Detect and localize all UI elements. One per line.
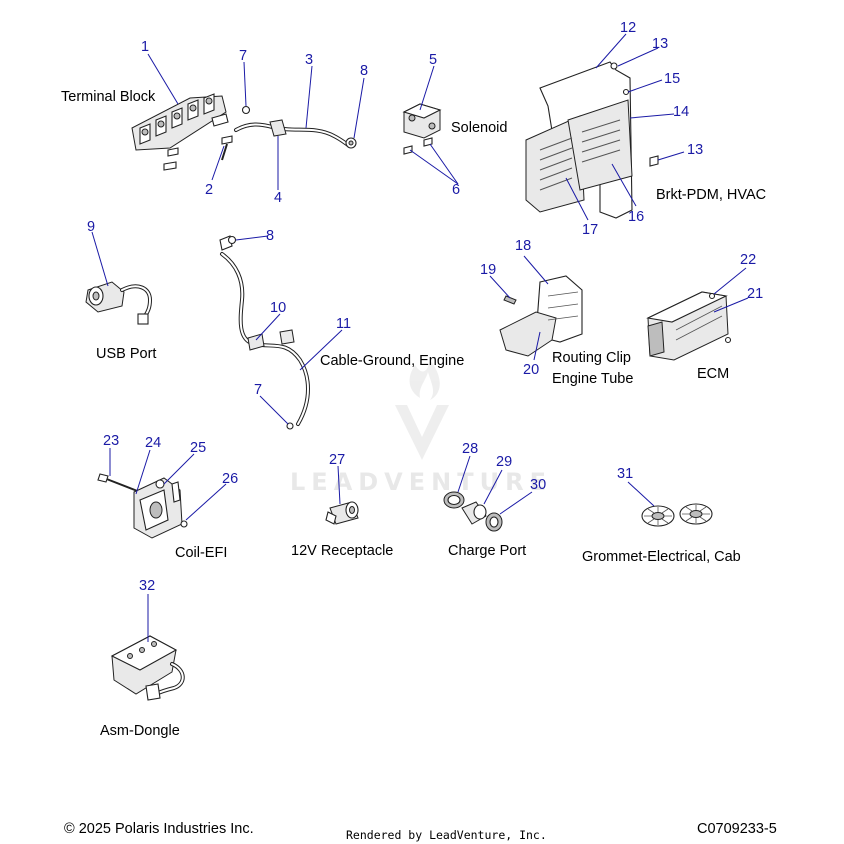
callout-9: 9 (87, 219, 95, 235)
callout-18: 18 (515, 238, 531, 254)
callout-28: 28 (462, 441, 478, 457)
callout-23: 23 (103, 433, 119, 449)
terminal-block-part (131, 93, 227, 171)
callout-7-top: 7 (239, 48, 247, 64)
callout-29: 29 (496, 454, 512, 470)
dongle-part (110, 635, 185, 701)
label-usb-port: USB Port (96, 346, 156, 362)
callout-10: 10 (270, 300, 286, 316)
callout-7-bottom: 7 (254, 382, 262, 398)
callout-17: 17 (582, 222, 598, 238)
12v-receptacle-part (325, 501, 359, 525)
callout-15: 15 (664, 71, 680, 87)
callout-32: 32 (139, 578, 155, 594)
label-terminal-block: Terminal Block (61, 89, 156, 105)
usb-port-part (85, 281, 153, 325)
callout-11: 11 (336, 316, 351, 332)
callout-3: 3 (305, 52, 313, 68)
nut-part (211, 105, 251, 127)
footer-diagram-code: C0709233-5 (697, 821, 777, 837)
callout-12: 12 (620, 20, 636, 36)
callout-2: 2 (205, 182, 213, 198)
callout-5: 5 (429, 52, 437, 68)
callout-22: 22 (740, 252, 756, 268)
callout-8-bottom: 8 (266, 228, 274, 244)
footer: © 2025 Polaris Industries Inc. Rendered … (64, 821, 777, 842)
bolt-part (221, 135, 233, 161)
callout-27: 27 (329, 452, 345, 468)
grommet-part (641, 503, 713, 527)
label-brkt-pdm: Brkt-PDM, HVAC (656, 187, 766, 203)
callout-13-top: 13 (652, 36, 668, 52)
callout-20: 20 (523, 362, 539, 378)
callout-16: 16 (628, 209, 644, 225)
callout-25: 25 (190, 440, 206, 456)
callout-numbers: 1 2 3 4 5 6 7 8 12 13 15 14 13 16 17 9 8… (87, 20, 763, 594)
callout-13-bottom: 13 (687, 142, 703, 158)
callout-31: 31 (617, 466, 633, 482)
label-engine-tube: Engine Tube (552, 371, 633, 387)
solenoid-part (402, 103, 442, 155)
part-labels: Terminal Block Solenoid Brkt-PDM, HVAC U… (61, 89, 766, 739)
callout-4: 4 (274, 190, 282, 206)
leader-lines (91, 33, 749, 642)
label-ecm: ECM (697, 366, 729, 382)
footer-rendered-by: Rendered by LeadVenture, Inc. (346, 828, 547, 842)
coil-efi-part (97, 473, 188, 539)
callout-1: 1 (141, 39, 149, 55)
label-cable-ground: Cable-Ground, Engine (320, 353, 464, 369)
label-coil-efi: Coil-EFI (175, 545, 227, 561)
label-dongle: Asm-Dongle (100, 723, 180, 739)
cable-part (234, 119, 357, 149)
label-grommet: Grommet-Electrical, Cab (582, 549, 741, 565)
label-charge-port: Charge Port (448, 543, 526, 559)
callout-21: 21 (747, 286, 763, 302)
label-routing-clip: Routing Clip (552, 350, 631, 366)
callout-19: 19 (480, 262, 496, 278)
callout-6: 6 (452, 182, 460, 198)
watermark-text: LEADVENTURE (290, 468, 552, 496)
charge-port-part (443, 491, 503, 532)
callout-30: 30 (530, 477, 546, 493)
label-solenoid: Solenoid (451, 120, 507, 136)
callout-8-top: 8 (360, 63, 368, 79)
callout-26: 26 (222, 471, 238, 487)
routing-clip-part (499, 275, 583, 357)
ecm-part (646, 291, 732, 361)
watermark-logo: LEADVENTURE (290, 360, 552, 496)
ground-cable-part (219, 235, 310, 430)
callout-24: 24 (145, 435, 161, 451)
pdm-bracket-part (525, 61, 659, 219)
footer-copyright: © 2025 Polaris Industries Inc. (64, 821, 254, 837)
label-12v-receptacle: 12V Receptacle (291, 543, 393, 559)
callout-14: 14 (673, 104, 689, 120)
